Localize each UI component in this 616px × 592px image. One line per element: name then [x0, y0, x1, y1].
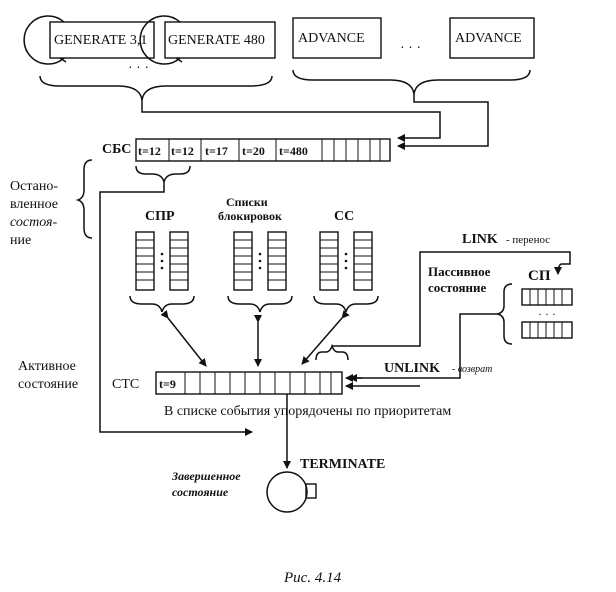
priority-note: В списке события упорядочены по приорите… — [164, 404, 451, 419]
link-note: - перенос — [506, 234, 550, 246]
advance-brace — [292, 69, 531, 95]
block-lists-label-2: блокировок — [218, 209, 282, 223]
passive-state-line1: Пассивное — [428, 264, 491, 279]
completed-state-line1: Завершенное — [171, 469, 241, 483]
sp-label: СП — [528, 268, 551, 284]
spr-label: СПР — [145, 209, 175, 224]
advance-block-2: ADVANCE — [449, 17, 535, 59]
terminate-block: TERMINATE — [266, 457, 385, 513]
sp-brace — [495, 283, 513, 345]
sbs-cell-3: t=17 — [205, 144, 228, 158]
block-lists-label-1: Списки — [226, 195, 268, 209]
spr-sts-arrow — [160, 310, 207, 367]
passive-state-line2: состояние — [428, 280, 487, 295]
svg-text:Остано-: Остано- — [10, 179, 58, 194]
sbs-label: СБС — [102, 142, 131, 157]
ss-lists — [319, 231, 373, 291]
link-label: LINK — [462, 232, 498, 247]
advance-label-2: ADVANCE — [455, 31, 522, 46]
sbs-cell-2: t=12 — [171, 144, 194, 158]
stopped-state-label: Остано- вленное состоя- ние — [10, 179, 58, 248]
stopped-state-brace — [75, 159, 93, 239]
generate-brace — [39, 75, 273, 101]
advance-label-1: ADVANCE — [298, 31, 365, 46]
unlink-note: - возврат — [452, 364, 492, 375]
svg-text:вленное: вленное — [10, 197, 58, 212]
advance-dots: · · · — [400, 41, 421, 56]
sbs-cell-1: t=12 — [138, 144, 161, 158]
generate-block-1: GENERATE 3,1 — [23, 15, 155, 65]
sts-list: t=9 — [155, 371, 343, 395]
ss-brace — [313, 295, 379, 313]
active-state-line2: состояние — [18, 377, 78, 392]
link-path — [332, 251, 571, 347]
generate-label-1: GENERATE 3,1 — [54, 33, 147, 48]
sbs-cell-4: t=20 — [242, 144, 265, 158]
svg-text:состоя-: состоя- — [10, 215, 58, 230]
unlink-line — [349, 313, 498, 382]
generate-to-sbs-line — [141, 100, 441, 142]
generate-dots: · · · — [128, 61, 149, 76]
sbs-to-sts-line — [99, 182, 253, 436]
completed-state-line2: состояние — [172, 485, 229, 499]
generate-block-2: GENERATE 480 — [139, 15, 276, 65]
block-lists — [233, 231, 287, 291]
active-state-line1: Активное — [18, 359, 76, 374]
terminate-label: TERMINATE — [300, 457, 385, 472]
sbs-brace — [135, 165, 191, 183]
sbs-cell-5: t=480 — [279, 144, 308, 158]
spr-brace — [129, 295, 195, 313]
sp-lists: · · · — [521, 288, 573, 339]
ss-sts-arrow — [301, 310, 350, 365]
block-lists-brace — [227, 295, 293, 313]
link-line — [315, 343, 349, 361]
advance-block-1: ADVANCE — [292, 17, 382, 59]
figure-caption: Рис. 4.14 — [283, 570, 342, 586]
sbs-list: t=12 t=12 t=17 t=20 t=480 — [135, 138, 391, 162]
svg-text:ние: ние — [10, 233, 31, 248]
ss-label: СС — [334, 209, 354, 224]
sts-label: СТС — [112, 377, 139, 392]
spr-lists — [135, 231, 189, 291]
unlink-label: UNLINK — [384, 361, 440, 376]
generate-label-2: GENERATE 480 — [168, 33, 265, 48]
sts-first-cell: t=9 — [159, 377, 176, 391]
advance-to-sbs-line — [397, 94, 489, 150]
sp-dots: · · · — [538, 307, 556, 321]
